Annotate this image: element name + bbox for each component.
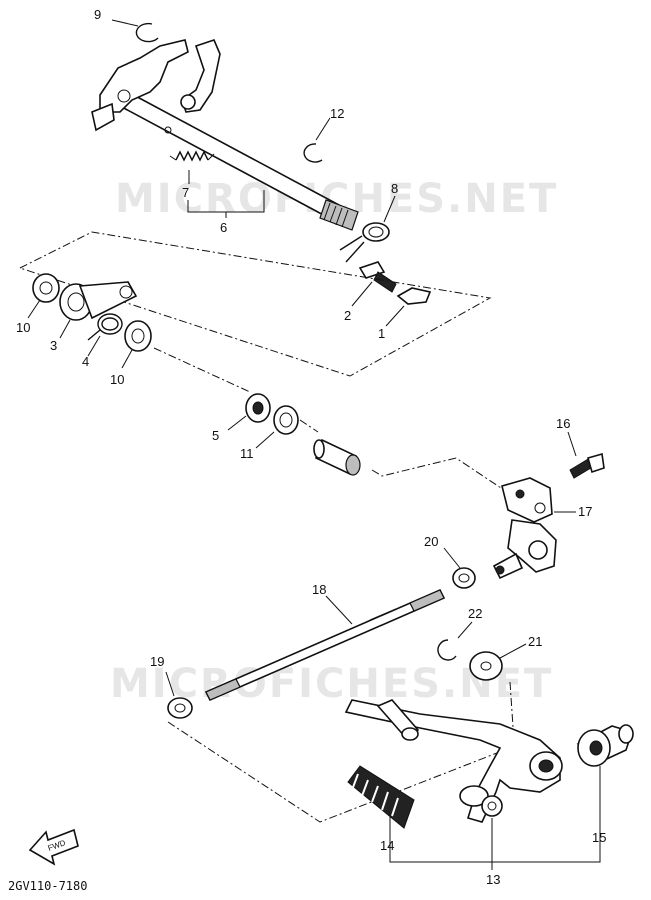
- callout-14: 14: [380, 838, 394, 853]
- callout-22: 22: [468, 606, 482, 621]
- callout-11: 11: [240, 446, 254, 461]
- diagram-code: 2GV110-7180: [8, 879, 87, 893]
- plate-1: [396, 287, 432, 305]
- rod-18: [204, 588, 446, 702]
- bushing: [313, 438, 361, 476]
- callout-17: 17: [578, 504, 592, 519]
- washer-10-right: [124, 320, 152, 352]
- callout-13: 13: [486, 872, 500, 887]
- callout-3: 3: [50, 338, 57, 353]
- spring-8: [339, 222, 390, 263]
- rubber-14: [347, 765, 415, 829]
- callout-2: 2: [344, 308, 351, 323]
- fwd-arrow-icon: FWD: [28, 828, 79, 866]
- callout-16: 16: [556, 416, 570, 431]
- callout-21: 21: [528, 634, 542, 649]
- bolt-2: [358, 261, 397, 293]
- callout-19: 19: [150, 654, 164, 669]
- circlip-22: [437, 639, 457, 661]
- circlip-12: [303, 143, 323, 163]
- callout-1: 1: [378, 326, 385, 341]
- axis-line-2: [299, 419, 319, 433]
- bolt-16: [569, 452, 605, 479]
- nut-20: [452, 567, 476, 589]
- shift-pedal-13: [344, 699, 563, 823]
- callout-9: 9: [94, 7, 101, 22]
- callout-18: 18: [312, 582, 326, 597]
- callout-6: 6: [220, 220, 227, 235]
- callout-4: 4: [82, 354, 89, 369]
- assembly-outline-top: [18, 231, 492, 377]
- axis-line-1: [153, 347, 251, 393]
- callout-7: 7: [182, 185, 189, 200]
- nut-19: [167, 697, 193, 719]
- callout-20: 20: [424, 534, 438, 549]
- shift-shaft-assembly: [91, 39, 359, 231]
- assembly-outline-bottom: [167, 721, 521, 823]
- spring-4: [87, 313, 123, 341]
- callout-8: 8: [391, 181, 398, 196]
- axis-line-3: [371, 457, 511, 495]
- lever-17: [492, 477, 557, 580]
- bracket-bottom: [389, 766, 601, 863]
- spring-7: [169, 150, 215, 162]
- callout-10-left: 10: [16, 320, 30, 335]
- circlip-9: [135, 22, 159, 43]
- washer-11: [273, 405, 299, 435]
- washer-5: [245, 393, 271, 423]
- callout-5: 5: [212, 428, 219, 443]
- washer-21: [469, 651, 503, 681]
- joint-15: [576, 724, 634, 767]
- callout-15: 15: [592, 830, 606, 845]
- callout-10-right: 10: [110, 372, 124, 387]
- washer-10-left: [32, 273, 60, 303]
- lever-3: [59, 281, 138, 321]
- callout-12: 12: [330, 106, 344, 121]
